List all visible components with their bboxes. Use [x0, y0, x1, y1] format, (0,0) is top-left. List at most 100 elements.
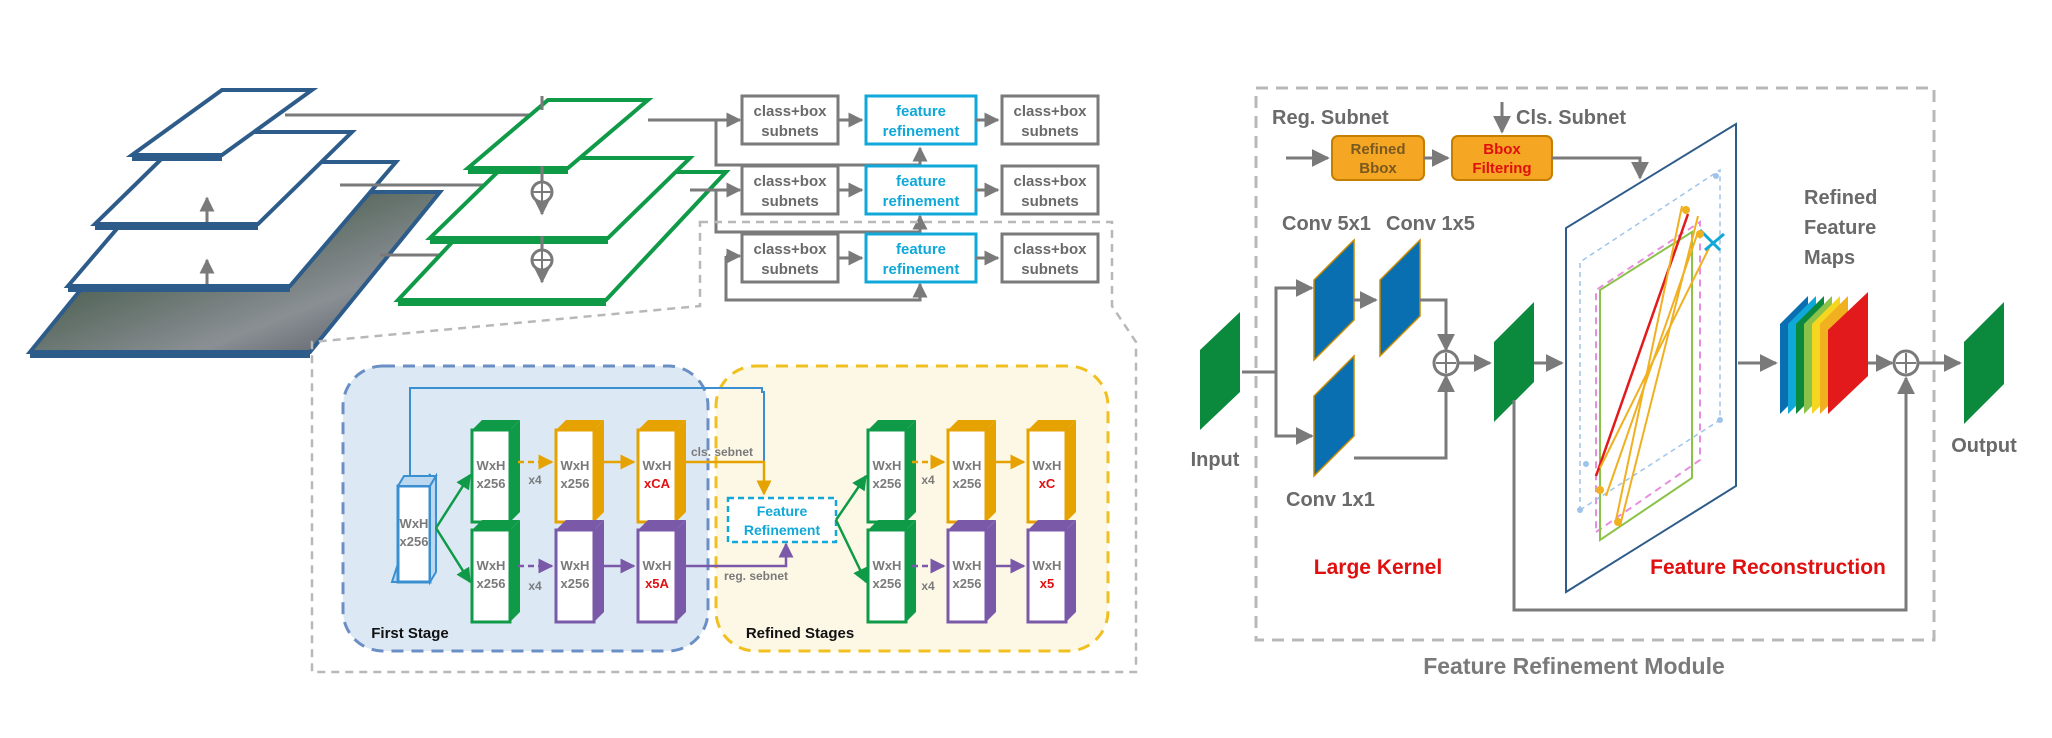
fm-first-purple-mid-label-bottom: x256 [561, 576, 590, 591]
feature-label-1: feature [896, 103, 946, 120]
fm-ref-green-bottom-label-bottom: x256 [873, 576, 902, 591]
fm-ref-green-top-label-top: WxH [873, 458, 902, 473]
conv1x5-map [1379, 238, 1421, 358]
input-feature-map [1200, 312, 1240, 430]
large-kernel-label: Large Kernel [1314, 556, 1442, 579]
module-caption: Feature Refinement Module [1423, 653, 1725, 679]
class-box-label-5: class+box [754, 173, 828, 190]
class-box-label-6: subnets [761, 193, 819, 210]
x4-label-1: x4 [528, 473, 542, 487]
feature-refinement-detail-box [726, 496, 838, 544]
fm-ref-orange-mid-label-top: WxH [953, 458, 982, 473]
refinement-label-1: refinement [883, 123, 960, 140]
class-box-label-12: subnets [1021, 261, 1079, 278]
fm-ref-green-bottom-label-top: WxH [873, 558, 902, 573]
refinement-label-2: refinement [883, 193, 960, 210]
conv5x1-map [1313, 238, 1355, 362]
subnet-row-1: class+box subnets feature refinement cla… [740, 94, 1100, 146]
output-feature-map [1964, 302, 2004, 424]
refined-maps-label-3: Maps [1804, 247, 1855, 269]
x4-label-4: x4 [921, 579, 935, 593]
fm-first-orange-mid-label-top: WxH [561, 458, 590, 473]
refined-stages-label: Refined Stages [746, 625, 854, 642]
fm-first-purple-out-label-bottom: x5A [645, 576, 669, 591]
subnet-row-3: class+box subnets feature refinement cla… [740, 232, 1100, 284]
fm-ref-purple-mid-label-top: WxH [953, 558, 982, 573]
fm-first-green-top-label-bottom: x256 [477, 476, 506, 491]
refined-bbox-label-2: Bbox [1359, 160, 1397, 177]
fm-first-purple-out-label-top: WxH [643, 558, 672, 573]
refined-feature-maps-stack [1780, 292, 1868, 414]
class-box-subnets-box [740, 94, 840, 146]
fm-ref-green-top-label-bottom: x256 [873, 476, 902, 491]
fm-first-orange-out-label-top: WxH [643, 458, 672, 473]
detail-panel: WxH x256 WxHx256WxHx256WxHx256WxHxCAWxHx… [341, 364, 1110, 653]
fm-first-purple-out: WxH x5A [636, 520, 686, 624]
class-box-label-4: subnets [1021, 123, 1079, 140]
fm-ref-green-bottom: WxH x256 [866, 520, 916, 624]
fm-first-green-bottom-label-top: WxH [477, 558, 506, 573]
fm-ref-purple-out: WxH x5 [1026, 520, 1076, 624]
fm-first-green-bottom: WxH x256 [470, 520, 520, 624]
fm-first-green-top-label-top: WxH [477, 458, 506, 473]
class-box-label-1: class+box [754, 103, 828, 120]
fm-ref-purple-out-label-top: WxH [1033, 558, 1062, 573]
refinement-label-3: refinement [883, 261, 960, 278]
fm-ref-purple-out-label-bottom: x5 [1040, 576, 1054, 591]
fm-ref-orange-out-label-bottom: xC [1039, 476, 1056, 491]
refined-bbox-label-1: Refined [1350, 141, 1405, 158]
input-label: Input [1191, 449, 1240, 471]
conv1x1-map [1313, 354, 1355, 478]
refined-maps-label-2: Feature [1804, 217, 1876, 239]
conv5x1-label: Conv 5x1 [1282, 213, 1371, 235]
class-box-label-8: subnets [1021, 193, 1079, 210]
fm-ref-purple-mid: WxH x256 [946, 520, 996, 624]
reg-subnet-label: Reg. Subnet [1272, 107, 1389, 129]
fm-ref-orange-out-label-top: WxH [1033, 458, 1062, 473]
fr-detail-label-1: Feature [757, 503, 808, 519]
conv1x5-label: Conv 1x5 [1386, 213, 1475, 235]
subnet-row-2: class+box subnets feature refinement cla… [740, 164, 1100, 216]
fm-ref-orange-mid-label-bottom: x256 [953, 476, 982, 491]
x4-label-3: x4 [921, 473, 935, 487]
fm-ref-purple-mid-label-bottom: x256 [953, 576, 982, 591]
feature-label-3: feature [896, 241, 946, 258]
class-box-label-3: class+box [1014, 103, 1088, 120]
fm-first-orange-out-label-bottom: xCA [644, 476, 671, 491]
cls-sebnet-label: cls. sebnet [691, 445, 753, 459]
cls-subnet-label: Cls. Subnet [1516, 107, 1626, 129]
class-box-label-10: subnets [761, 261, 819, 278]
first-stage-region [341, 364, 710, 653]
bbox-filtering-label-2: Filtering [1472, 160, 1531, 177]
bbox-filtering-label-1: Bbox [1483, 141, 1521, 158]
first-stage-label: First Stage [371, 625, 449, 642]
wxh-label-in: WxH [400, 516, 429, 531]
fm-first-green-top: WxH x256 [470, 420, 520, 524]
reg-sebnet-label: reg. sebnet [724, 569, 788, 583]
fm-ref-orange-mid: WxH x256 [946, 420, 996, 524]
fm-first-purple-mid-label-top: WxH [561, 558, 590, 573]
fm-first-orange-mid: WxH x256 [554, 420, 604, 524]
fm-ref-green-top: WxH x256 [866, 420, 916, 524]
fr-detail-label-2: Refinement [744, 522, 821, 538]
feature-refinement-box [864, 94, 978, 146]
output-label: Output [1951, 435, 2017, 457]
feature-reconstruction-label: Feature Reconstruction [1650, 556, 1886, 579]
fm-first-orange-mid-label-bottom: x256 [561, 476, 590, 491]
class-box-label-7: class+box [1014, 173, 1088, 190]
fm-first-orange-out: WxH xCA [636, 420, 686, 524]
conv1x1-label: Conv 1x1 [1286, 489, 1375, 511]
fm-first-green-bottom-label-bottom: x256 [477, 576, 506, 591]
feature-refinement-module: Reg. Subnet Cls. Subnet Refined Bbox Bbo… [1191, 86, 2017, 679]
x256-label-in: x256 [400, 534, 429, 549]
class-box-label-9: class+box [754, 241, 828, 258]
refined-maps-label-1: Refined [1804, 187, 1877, 209]
class-box-label-2: subnets [761, 123, 819, 140]
fpn-pyramid: class+box subnets feature refinement cla… [25, 88, 1138, 674]
mid-feature-map [1494, 302, 1534, 422]
class-box-subnets-box-2 [1000, 94, 1100, 146]
feature-label-2: feature [896, 173, 946, 190]
x4-label-2: x4 [528, 579, 542, 593]
module-border [1254, 86, 1936, 642]
